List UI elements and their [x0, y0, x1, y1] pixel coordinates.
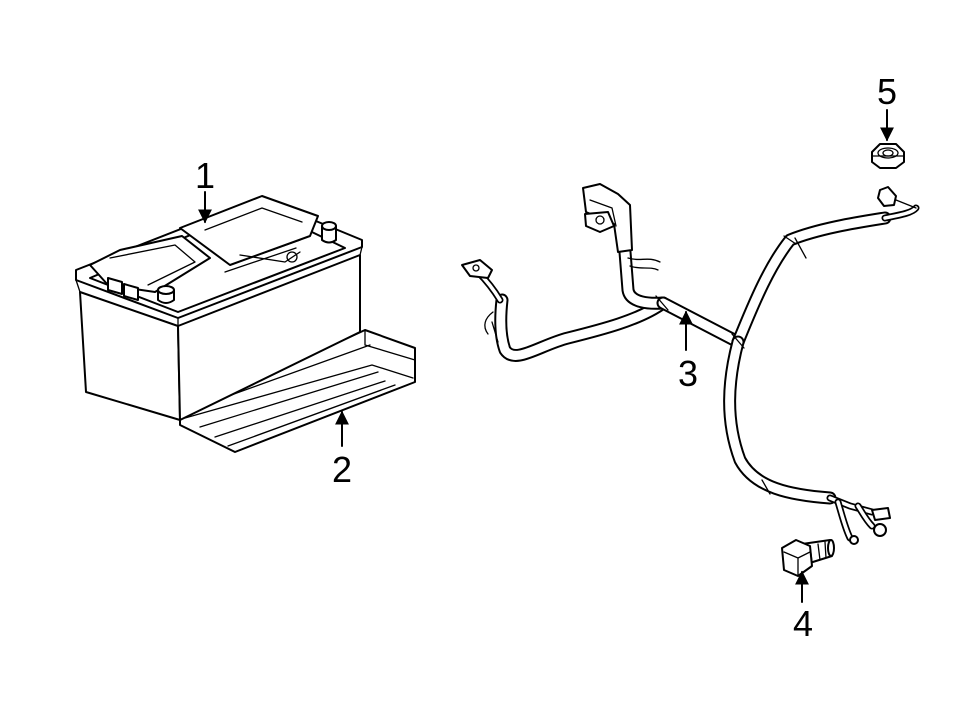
bolt-drawing: [781, 539, 835, 577]
callout-label-3: 3: [678, 353, 698, 394]
battery-drawing: [75, 195, 363, 421]
callout-label-4: 4: [793, 603, 813, 644]
cable-harness-drawing: [461, 183, 920, 545]
callout-label-1: 1: [195, 155, 215, 196]
callout-4: 4: [793, 570, 813, 644]
callout-1: 1: [195, 155, 215, 224]
callout-5: 5: [877, 71, 897, 142]
battery-tray-drawing: [179, 329, 416, 453]
nut-drawing: [871, 143, 905, 169]
callout-2: 2: [332, 410, 352, 490]
callout-label-5: 5: [877, 71, 897, 112]
callout-3: 3: [678, 310, 698, 394]
callout-label-2: 2: [332, 449, 352, 490]
